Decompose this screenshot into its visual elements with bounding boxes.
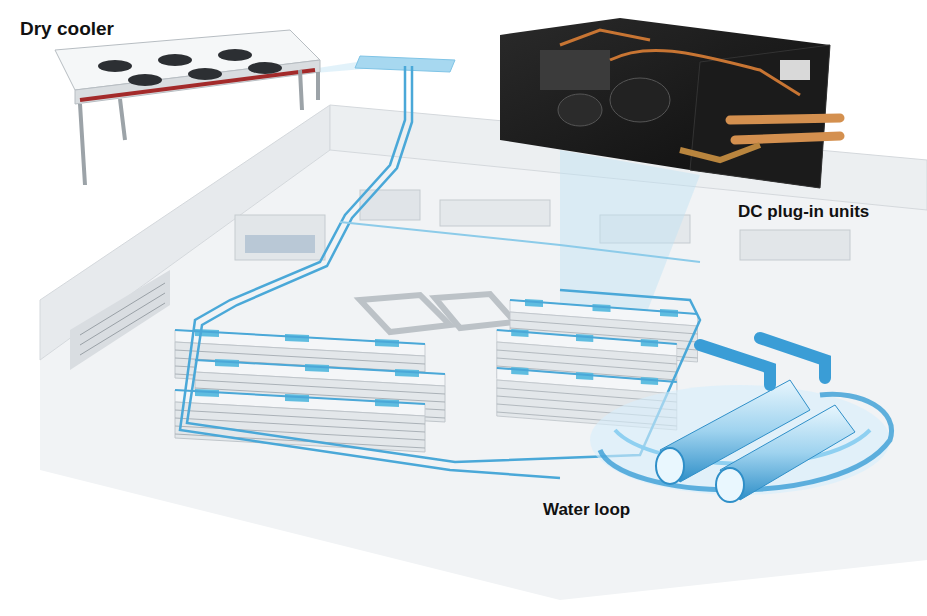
part-label: Water loop [543, 500, 630, 520]
part-label: DC plug-in units [738, 202, 869, 222]
part-label: Dry cooler [20, 18, 114, 41]
